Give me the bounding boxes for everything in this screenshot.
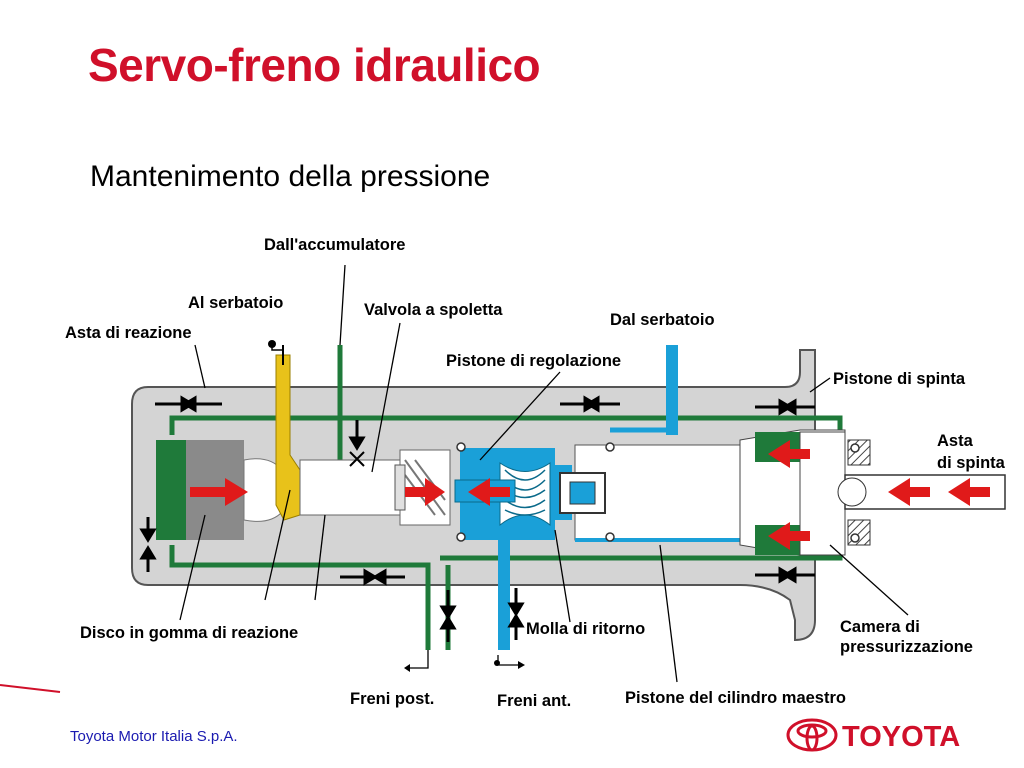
footer-company: Toyota Motor Italia S.p.A. <box>70 728 238 745</box>
label-spool-valve: Valvola a spoletta <box>364 301 503 319</box>
label-return-spring: Molla di ritorno <box>526 620 645 638</box>
spool-valve-body <box>299 459 401 516</box>
slide-subtitle: Mantenimento della pressione <box>90 160 491 193</box>
decor-red-line <box>0 684 61 693</box>
slide-title: Servo-freno idraulico <box>88 39 541 91</box>
label-rear-brakes: Freni post. <box>350 690 434 708</box>
label-push-rod-2: di spinta <box>937 454 1006 472</box>
toyota-wordmark: TOYOTA <box>842 721 960 753</box>
label-pressure-chamber-2: pressurizzazione <box>840 638 973 656</box>
label-to-reservoir: Al serbatoio <box>188 294 283 312</box>
label-pressure-chamber-1: Camera di <box>840 618 920 636</box>
label-reaction-rod: Asta di reazione <box>65 324 192 342</box>
label-push-rod-1: Asta <box>937 432 974 450</box>
label-front-brakes: Freni ant. <box>497 692 571 710</box>
toyota-emblem-icon <box>786 718 838 752</box>
reaction-piston-head <box>156 440 186 540</box>
label-power-piston: Pistone di spinta <box>833 370 966 388</box>
toyota-logo: TOYOTA <box>786 718 960 753</box>
force-arrows <box>190 440 990 550</box>
pressure-arrows <box>139 395 815 642</box>
label-master-cylinder-piston: Pistone del cilindro maestro <box>625 689 846 707</box>
label-from-accumulator: Dall'accumulatore <box>264 236 405 254</box>
label-from-reservoir: Dal serbatoio <box>610 311 715 329</box>
label-rubber-reaction-disc: Disco in gomma di reazione <box>80 624 298 642</box>
label-regulator-piston: Pistone di regolazione <box>446 352 621 370</box>
